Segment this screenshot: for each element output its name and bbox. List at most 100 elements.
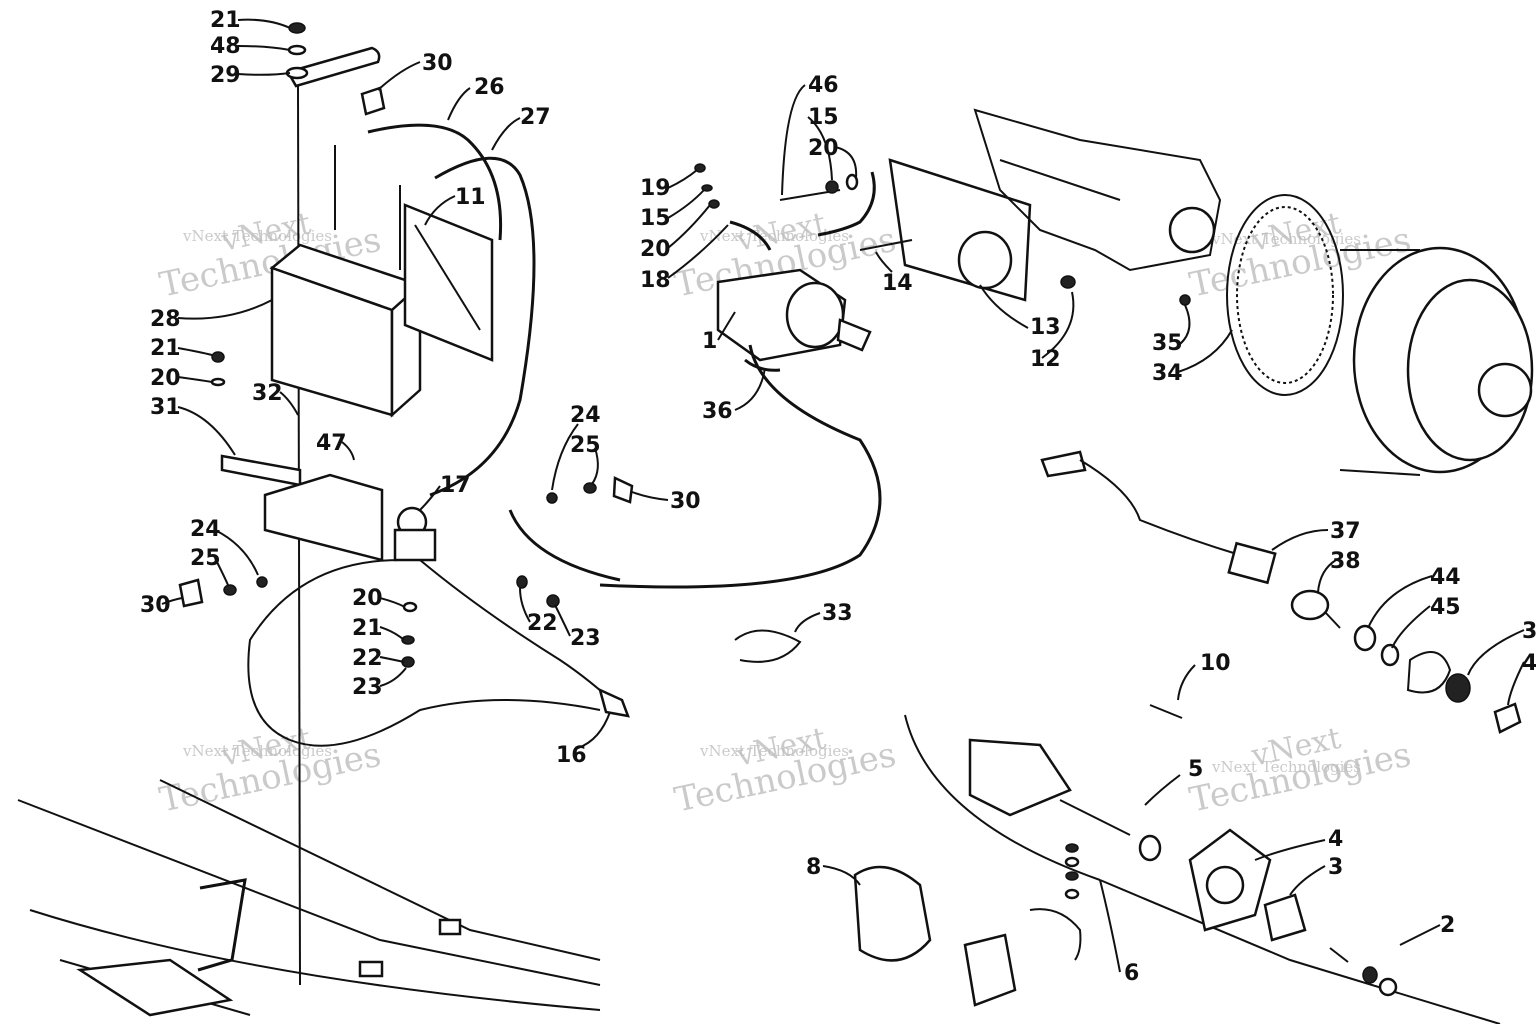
watermark-small: vNext Technologies bbox=[182, 742, 332, 760]
callout-21: 21 bbox=[210, 8, 241, 33]
callout-31: 31 bbox=[150, 395, 181, 420]
washer bbox=[287, 44, 307, 56]
commutator-end-cap bbox=[853, 865, 932, 962]
chassis-clip bbox=[358, 960, 384, 978]
connector-16 bbox=[598, 687, 630, 718]
callout-14: 14 bbox=[882, 271, 913, 296]
cable-boot-36 bbox=[744, 358, 781, 372]
terminal-boot bbox=[178, 578, 204, 608]
bracket-bore bbox=[957, 230, 1013, 290]
washer-45 bbox=[1380, 643, 1400, 667]
callout-10: 10 bbox=[1200, 651, 1231, 676]
callout-3: 3 bbox=[1328, 855, 1343, 880]
callout-28: 28 bbox=[150, 307, 181, 332]
negative-cable bbox=[429, 156, 536, 497]
callout-11: 11 bbox=[455, 185, 486, 210]
callout-15: 15 bbox=[640, 206, 671, 231]
switch-harness bbox=[1079, 459, 1241, 556]
callout-17: 17 bbox=[440, 473, 471, 498]
callout-1: 1 bbox=[702, 329, 717, 354]
starter-cable bbox=[599, 344, 882, 589]
callout-34: 34 bbox=[1152, 361, 1183, 386]
leader-lines bbox=[161, 18, 1525, 973]
callout-2: 2 bbox=[1440, 913, 1455, 938]
watermark-bc: vNext Technologies bbox=[671, 721, 899, 821]
battery-bracket bbox=[220, 454, 302, 487]
assembly-guide bbox=[904, 714, 1101, 881]
callout-37: 37 bbox=[1330, 519, 1361, 544]
callout-20: 20 bbox=[352, 586, 383, 611]
callout-15: 15 bbox=[808, 105, 839, 130]
nut-44 bbox=[1353, 624, 1377, 652]
callout-20: 20 bbox=[150, 366, 181, 391]
watermark-small: vNext Technologies bbox=[699, 742, 849, 760]
starter-pinion bbox=[836, 318, 872, 352]
starter-motor-end bbox=[785, 281, 845, 349]
battery-assembly bbox=[17, 22, 634, 1017]
pinion-drive bbox=[1263, 893, 1307, 942]
crank-end bbox=[1168, 206, 1216, 254]
callout-5: 5 bbox=[1188, 757, 1203, 782]
watermark-small: vNext Technologies bbox=[1211, 758, 1361, 776]
thrust-washer bbox=[1138, 834, 1162, 862]
callout-20: 20 bbox=[808, 136, 839, 161]
chassis-edge bbox=[29, 909, 601, 1011]
key-switch-assembly bbox=[1040, 450, 1522, 734]
callout-46: 46 bbox=[808, 73, 839, 98]
callout-38: 38 bbox=[1330, 549, 1361, 574]
chassis-clip bbox=[438, 918, 462, 936]
stud-18 bbox=[729, 220, 772, 251]
callout-12: 12 bbox=[1030, 347, 1061, 372]
nut bbox=[288, 22, 306, 34]
chassis-rail bbox=[159, 779, 601, 961]
connector-37 bbox=[1040, 450, 1087, 478]
spring bbox=[1329, 947, 1349, 963]
battery-tray bbox=[263, 473, 384, 562]
callout-6: 6 bbox=[1124, 961, 1139, 986]
callout-48: 48 bbox=[210, 34, 241, 59]
callout-3: 3 bbox=[1522, 619, 1536, 644]
callout-22: 22 bbox=[527, 611, 558, 636]
callout-30: 30 bbox=[140, 593, 171, 618]
callout-16: 16 bbox=[556, 743, 587, 768]
watermark-small: vNext Technologies bbox=[699, 227, 849, 245]
callout-30: 30 bbox=[670, 489, 701, 514]
wiring-harness bbox=[247, 559, 601, 747]
callout-36: 36 bbox=[702, 399, 733, 424]
callout-45: 45 bbox=[1430, 595, 1461, 620]
callout-4: 4 bbox=[1522, 651, 1536, 676]
callout-4: 4 bbox=[1328, 827, 1343, 852]
positive-cable bbox=[367, 123, 503, 241]
callout-25: 25 bbox=[190, 546, 221, 571]
brush-holder bbox=[963, 933, 1017, 1007]
watermark-small: vNext Technologies bbox=[1211, 230, 1361, 248]
callout-23: 23 bbox=[352, 675, 383, 700]
callout-47: 47 bbox=[316, 431, 347, 456]
callout-22: 22 bbox=[352, 646, 383, 671]
hold-down-strap bbox=[286, 46, 381, 88]
starter-motor-assembly bbox=[599, 158, 1076, 663]
terminal-boot bbox=[612, 476, 634, 504]
callout-24: 24 bbox=[190, 517, 221, 542]
ignition-key bbox=[1493, 702, 1522, 734]
switch-nut bbox=[1445, 673, 1471, 703]
callout-labels: 21 48 29 30 26 27 11 28 21 20 31 32 47 1… bbox=[140, 8, 1536, 986]
callout-13: 13 bbox=[1030, 315, 1061, 340]
callout-21: 21 bbox=[150, 336, 181, 361]
callout-21: 21 bbox=[352, 616, 383, 641]
bolt-14 bbox=[859, 239, 913, 251]
callout-18: 18 bbox=[640, 268, 671, 293]
ring-gear bbox=[1226, 194, 1344, 396]
harness-plug bbox=[1227, 541, 1277, 585]
solenoid-body bbox=[393, 528, 437, 562]
wiring-lead bbox=[419, 559, 621, 709]
callout-19: 19 bbox=[640, 176, 671, 201]
callout-24: 24 bbox=[570, 403, 601, 428]
flywheel-recoil bbox=[1339, 246, 1534, 476]
callout-27: 27 bbox=[520, 105, 551, 130]
callout-29: 29 bbox=[210, 63, 241, 88]
watermark-small: vNext Technologies bbox=[182, 227, 332, 245]
starter-exploded bbox=[853, 704, 1501, 1024]
callout-25: 25 bbox=[570, 433, 601, 458]
